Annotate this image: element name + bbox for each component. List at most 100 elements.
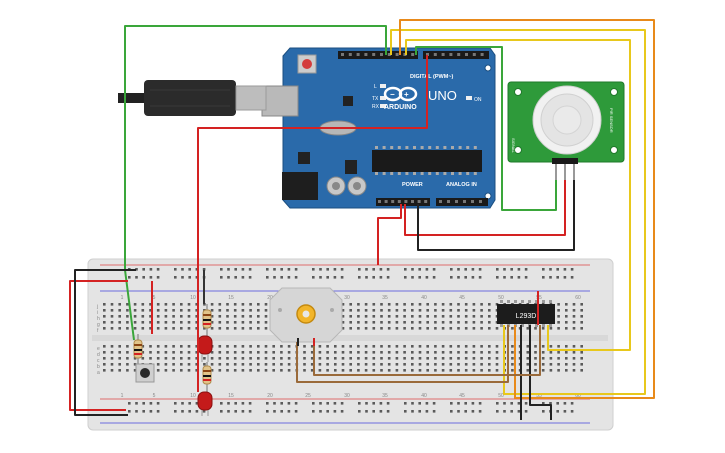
column-numbers: 1 5 10 15 20 25 30 35 40 45 50 55 60 1 5…: [121, 295, 581, 399]
wire-green[interactable]: [124, 25, 387, 341]
wire-red[interactable]: [377, 204, 402, 265]
power-header[interactable]: [376, 198, 430, 206]
hole: [478, 402, 482, 405]
hole: [380, 309, 383, 312]
hole: [395, 321, 399, 324]
hole: [364, 357, 368, 360]
digital-header-left[interactable]: [338, 51, 418, 59]
hole: [156, 303, 160, 306]
wire-black[interactable]: [74, 269, 136, 416]
hole: [103, 369, 106, 372]
hole: [524, 402, 528, 405]
pir-header: [552, 158, 578, 164]
hole: [180, 321, 183, 324]
resistor[interactable]: [202, 362, 212, 396]
hole: [472, 369, 476, 372]
hole: [480, 309, 483, 312]
wire-green[interactable]: [415, 46, 557, 211]
wire-brown[interactable]: [313, 325, 541, 376]
wire-red[interactable]: [69, 280, 128, 411]
hole: [126, 357, 129, 360]
hole: [181, 276, 184, 279]
hole: [226, 303, 229, 306]
hole: [449, 303, 453, 306]
hole: [572, 315, 576, 318]
hole: [380, 53, 383, 56]
hole: [364, 327, 368, 330]
hole: [234, 402, 237, 405]
hole: [503, 276, 506, 279]
hole: [340, 410, 344, 413]
wire-black[interactable]: [417, 180, 575, 251]
hole: [580, 357, 583, 360]
resistor[interactable]: [133, 334, 143, 364]
hole: [449, 351, 453, 354]
wire-black[interactable]: [529, 325, 552, 420]
hole: [403, 309, 406, 312]
hole: [413, 146, 416, 149]
push-button-cap[interactable]: [140, 368, 150, 378]
led[interactable]: [197, 391, 213, 416]
hole: [341, 357, 345, 360]
hole: [411, 345, 414, 348]
hole: [303, 369, 306, 372]
row-letter: h: [97, 316, 100, 322]
power-label: POWER: [402, 182, 423, 188]
hole: [471, 410, 475, 413]
wire-brown[interactable]: [296, 325, 509, 383]
power-jack: [282, 172, 318, 200]
hole: [141, 357, 145, 360]
l293d-chip[interactable]: L293D: [497, 300, 555, 327]
hole: [126, 309, 129, 312]
hole: [479, 200, 482, 203]
hole: [164, 369, 168, 372]
digital-header-right[interactable]: [423, 51, 489, 59]
wire-yellow[interactable]: [405, 39, 631, 351]
hole: [149, 303, 152, 306]
hole: [464, 321, 468, 324]
hole: [218, 315, 222, 318]
push-button[interactable]: [135, 363, 155, 383]
hole: [118, 315, 121, 318]
hole: [220, 410, 223, 413]
hole: [379, 410, 383, 413]
hole: [480, 363, 483, 366]
led-tx: [380, 96, 386, 100]
hole: [455, 200, 458, 203]
hole: [133, 315, 137, 318]
wire-orange[interactable]: [399, 19, 655, 399]
column-number: 20: [267, 393, 273, 399]
hole: [549, 369, 553, 372]
wire-red[interactable]: [197, 55, 428, 392]
hole: [434, 303, 437, 306]
hole: [541, 357, 545, 360]
pir-sensor[interactable]: SIGNAL PIR SENSOR: [507, 81, 625, 180]
hole: [495, 363, 499, 366]
pir-hole: [610, 88, 618, 96]
wire-red[interactable]: [404, 180, 566, 236]
hole: [218, 303, 222, 306]
hole: [549, 402, 552, 405]
dc-motor[interactable]: [269, 287, 343, 343]
hole: [457, 357, 460, 360]
hole: [397, 172, 401, 175]
led-rx: [380, 104, 386, 108]
reset-button-cap[interactable]: [302, 59, 312, 69]
hole: [418, 345, 422, 348]
column-number: 50: [498, 393, 504, 399]
hole: [264, 321, 268, 324]
hole: [510, 268, 513, 271]
hole: [241, 357, 245, 360]
resistor-band: [203, 319, 211, 321]
hole: [426, 327, 429, 330]
hole: [210, 327, 214, 330]
hole: [172, 345, 175, 348]
hole: [428, 172, 432, 175]
hole: [357, 309, 360, 312]
hole: [141, 309, 145, 312]
led[interactable]: [197, 335, 213, 362]
analog-header[interactable]: [436, 198, 488, 206]
hole: [404, 276, 407, 279]
arduino-logo-text: ARDUINO: [384, 104, 417, 111]
